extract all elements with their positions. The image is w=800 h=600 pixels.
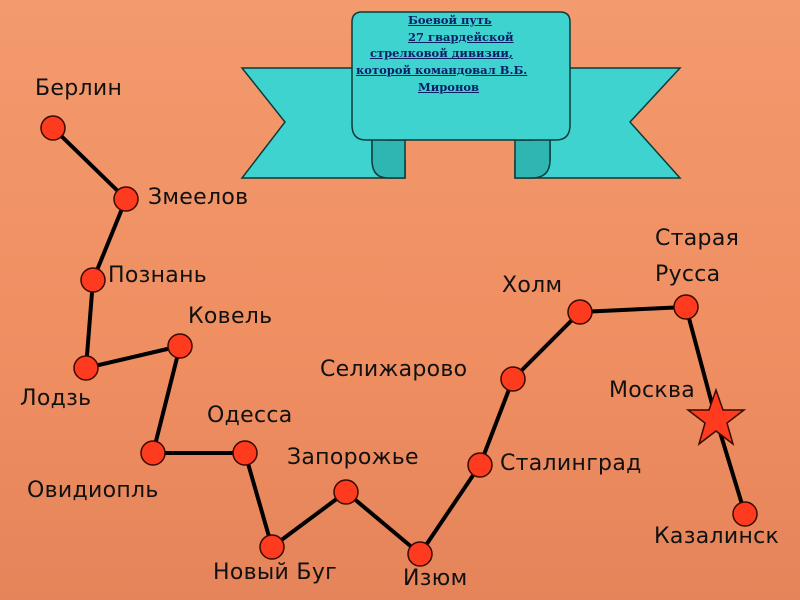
segment-odessa-novy-bug xyxy=(243,451,274,549)
node-poznan xyxy=(80,267,106,293)
segment-selizharovo-kholm xyxy=(511,310,582,381)
label-kholm: Холм xyxy=(502,273,563,298)
label-berlin: Берлин xyxy=(35,76,123,101)
segment-zmeelov-poznan xyxy=(91,197,128,282)
banner-line-4: которой командовал В.Б. xyxy=(356,63,528,78)
banner-title: Боевой путь 27 гвардейской стрелковой ди… xyxy=(352,12,566,95)
node-odessa xyxy=(232,440,258,466)
star-icon xyxy=(685,387,747,446)
segment-kovel-ovidiopl xyxy=(151,344,182,455)
node-stalingrad xyxy=(467,452,493,478)
banner-line-3: стрелковой дивизии, xyxy=(370,46,513,61)
segment-izyum-stalingrad xyxy=(418,463,482,556)
label-poznan: Познань xyxy=(108,263,208,288)
banner-line-1: Боевой путь xyxy=(408,13,492,27)
node-lodz xyxy=(73,355,99,381)
segment-kholm-staraya-russa xyxy=(578,305,688,314)
label-izyum: Изюм xyxy=(403,566,468,591)
segment-poznan-lodz xyxy=(84,278,95,370)
label-kovel: Ковель xyxy=(188,304,273,329)
node-kovel xyxy=(167,333,193,359)
node-kazalinsk xyxy=(732,501,758,527)
label-ovidiopl: Овидиопль xyxy=(27,478,159,503)
label-novy-bug: Новый Буг xyxy=(213,560,338,585)
node-selizharovo xyxy=(500,366,526,392)
node-novy-bug xyxy=(259,534,285,560)
node-zaporozhye xyxy=(333,479,359,505)
segment-berlin-zmeelov xyxy=(51,126,128,201)
label-moskva: Москва xyxy=(609,378,696,403)
label-zmeelov: Змеелов xyxy=(148,185,249,210)
node-zmeelov xyxy=(113,186,139,212)
label-odessa: Одесса xyxy=(207,403,293,428)
node-ovidiopl xyxy=(140,440,166,466)
banner-line-5: Миронов xyxy=(418,79,480,94)
label-lodz: Лодзь xyxy=(20,386,92,411)
label-selizharovo: Селижарово xyxy=(320,357,468,382)
banner-line-2: 27 гвардейской xyxy=(408,29,514,44)
node-berlin xyxy=(40,115,66,141)
node-staraya-russa xyxy=(673,294,699,320)
segment-lodz-kovel xyxy=(84,344,182,370)
segment-novy-bug-zaporozhye xyxy=(270,490,348,549)
segment-zaporozhye-izyum xyxy=(344,490,422,556)
label-russa: Русса xyxy=(655,262,721,287)
label-zaporozhye: Запорожье xyxy=(287,445,419,470)
node-kholm xyxy=(567,299,593,325)
segment-staraya-russa-moskva xyxy=(684,305,718,421)
label-staraya: Старая xyxy=(655,226,740,251)
segment-stalingrad-selizharovo xyxy=(478,377,515,467)
banner-ribbon xyxy=(240,11,682,179)
label-stalingrad: Сталинград xyxy=(500,451,642,476)
node-izyum xyxy=(407,541,433,567)
label-kazalinsk: Казалинск xyxy=(654,524,780,549)
